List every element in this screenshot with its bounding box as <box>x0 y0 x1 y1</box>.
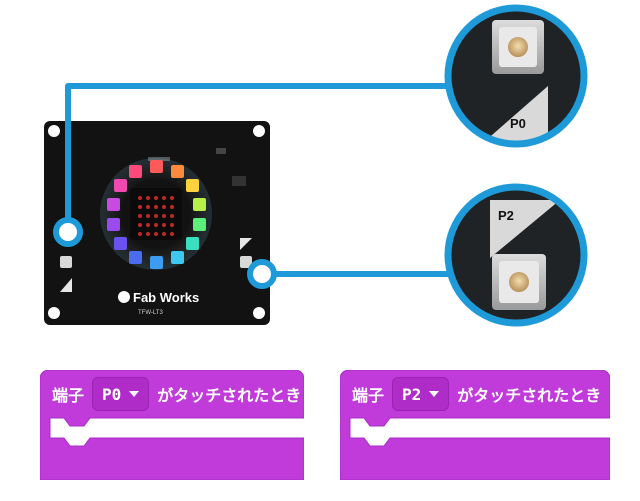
zoom-circle-p0: P0 <box>444 4 588 148</box>
chevron-down-icon <box>429 391 440 397</box>
chevron-down-icon <box>129 391 140 397</box>
neopixel-ring <box>100 158 212 270</box>
zoom-circle-p2: P2 <box>444 183 588 327</box>
block-suffix: がタッチされたとき <box>457 386 602 405</box>
pin-dropdown-value: P0 <box>102 384 122 404</box>
touch-event-block-p0[interactable]: 端子 P0 がタッチされたとき <box>40 370 304 480</box>
callout-pin-label-p2: P2 <box>498 208 514 223</box>
fabworks-logo-icon <box>118 291 130 303</box>
board-logo-text: Fab Works <box>133 290 199 305</box>
callout-pin-label-p0: P0 <box>510 116 526 131</box>
block-header: 端子 P0 がタッチされたとき <box>40 370 301 418</box>
mount-hole <box>48 125 60 137</box>
pin-dropdown-value: P2 <box>402 384 422 404</box>
pin-dropdown[interactable]: P2 <box>392 377 450 411</box>
microbit-board: Fab Works TFW-LT3 <box>44 121 270 325</box>
push-button-icon <box>509 272 529 292</box>
callout-anchor-p2 <box>247 259 277 289</box>
mount-hole <box>253 307 265 319</box>
mount-hole <box>253 125 265 137</box>
block-prefix: 端子 <box>52 386 85 405</box>
callout-lines <box>65 83 456 277</box>
callout-anchor-p0 <box>53 217 83 247</box>
touch-event-block-p2[interactable]: 端子 P2 がタッチされたとき <box>340 370 610 480</box>
block-header: 端子 P2 がタッチされたとき <box>340 370 601 418</box>
mount-hole <box>48 307 60 319</box>
block-suffix: がタッチされたとき <box>157 386 302 405</box>
board-model-text: TFW-LT3 <box>138 310 163 316</box>
pin-dropdown[interactable]: P0 <box>92 377 150 411</box>
block-prefix: 端子 <box>352 386 385 405</box>
push-button-icon <box>508 37 528 57</box>
